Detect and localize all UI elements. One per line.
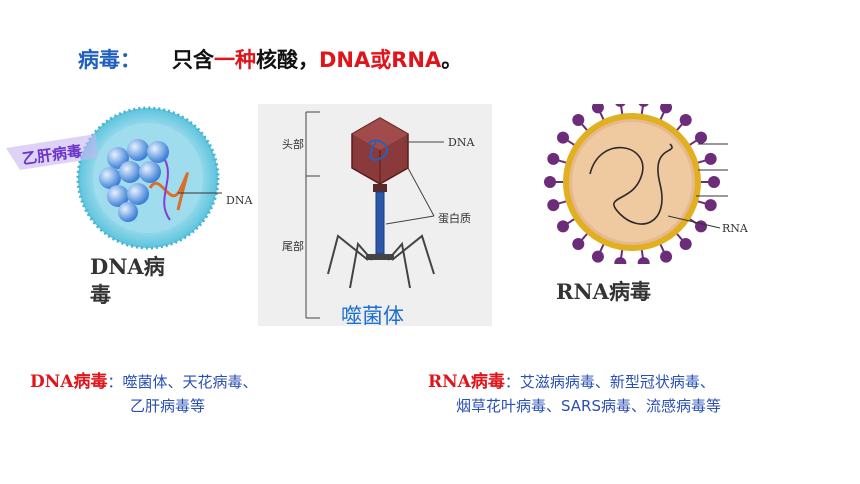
phage-dna [367, 139, 389, 161]
rna-spike-head [591, 104, 604, 114]
hbv-badge-bg [6, 134, 98, 170]
rna-spike-head [708, 176, 720, 188]
rna-spike-head [557, 220, 570, 233]
phage-protein-label: 蛋白质 [438, 212, 471, 225]
phage-caption: 噬菌体 [341, 304, 404, 328]
dna-examples-head: DNA病毒 [30, 372, 108, 392]
title-highlight-2: DNA或RNA [319, 48, 442, 72]
phage-base-plate [366, 254, 394, 260]
phage-tail [375, 191, 385, 255]
rna-spike-head [704, 152, 717, 165]
hbv-dna-strand-2 [163, 159, 171, 221]
phage-tail-fibers [327, 234, 435, 289]
rna-label: RNA [722, 222, 748, 235]
rna-spike-head [704, 199, 717, 212]
rna-spike-head [615, 104, 626, 107]
hbv-caption: DNA病毒 [90, 254, 165, 307]
dna-examples-line-1: DNA病毒：噬菌体、天花病毒、 [30, 370, 258, 394]
dna-examples-text-1: 噬菌体、天花病毒、 [122, 373, 258, 391]
phage-head-label: 头部 [282, 138, 304, 151]
rna-examples-head: RNA病毒 [428, 372, 505, 392]
title-part-2: 核酸， [256, 48, 319, 72]
hbv-dna-label: DNA [226, 194, 253, 207]
rna-spike-head [679, 114, 692, 127]
rna-virus-illustration [544, 104, 728, 264]
phage-dna-label: DNA [448, 136, 475, 149]
rna-spike-head [572, 114, 585, 127]
dna-examples-colon: ： [107, 373, 123, 391]
rna-examples-line-1: RNA病毒：艾滋病病毒、新型冠状病毒、 [428, 370, 721, 394]
rna-caption: RNA病毒 [556, 279, 651, 304]
rna-examples-text-2: 烟草花叶病毒、SARS病毒、流感病毒等 [456, 397, 722, 415]
hbv-illustration [6, 106, 222, 250]
hbv-capsid [99, 139, 169, 222]
rna-spike-head [660, 104, 673, 114]
dna-virus-examples: DNA病毒：噬菌体、天花病毒、 乙肝病毒等 [30, 370, 258, 418]
rna-spike-head [637, 257, 650, 264]
title-text: 只含一种核酸，DNA或RNA。 [172, 44, 462, 74]
title-part-1: 只含 [172, 48, 214, 72]
rna-spike-head [614, 257, 627, 264]
dna-examples-text-2: 乙肝病毒等 [130, 397, 206, 415]
rna-spike-head [591, 250, 604, 263]
rna-examples-text-1: 艾滋病病毒、新型冠状病毒、 [519, 373, 715, 391]
rna-virus-examples: RNA病毒：艾滋病病毒、新型冠状病毒、 烟草花叶病毒、SARS病毒、流感病毒等 [428, 370, 721, 418]
rna-spike-head [660, 250, 673, 263]
rna-spike-head [679, 237, 692, 250]
title-part-3: 。 [441, 48, 463, 72]
phage-tail-label: 尾部 [282, 240, 304, 253]
rna-spike-head [572, 237, 585, 250]
rna-spike-head [557, 131, 570, 144]
rna-strand [589, 143, 673, 225]
rna-spike-head [547, 199, 560, 212]
rna-virus-spikes [544, 104, 720, 264]
rna-spike-head [547, 152, 560, 165]
hbv-dna-strand [148, 172, 189, 211]
phage-illustration [305, 111, 444, 319]
rna-examples-colon: ： [504, 373, 520, 391]
rna-spike-head [694, 131, 707, 144]
title-label: 病毒： [78, 48, 141, 72]
rna-spike-head [544, 176, 556, 188]
title-highlight-1: 一种 [214, 48, 256, 72]
rna-spike-head [638, 104, 649, 107]
